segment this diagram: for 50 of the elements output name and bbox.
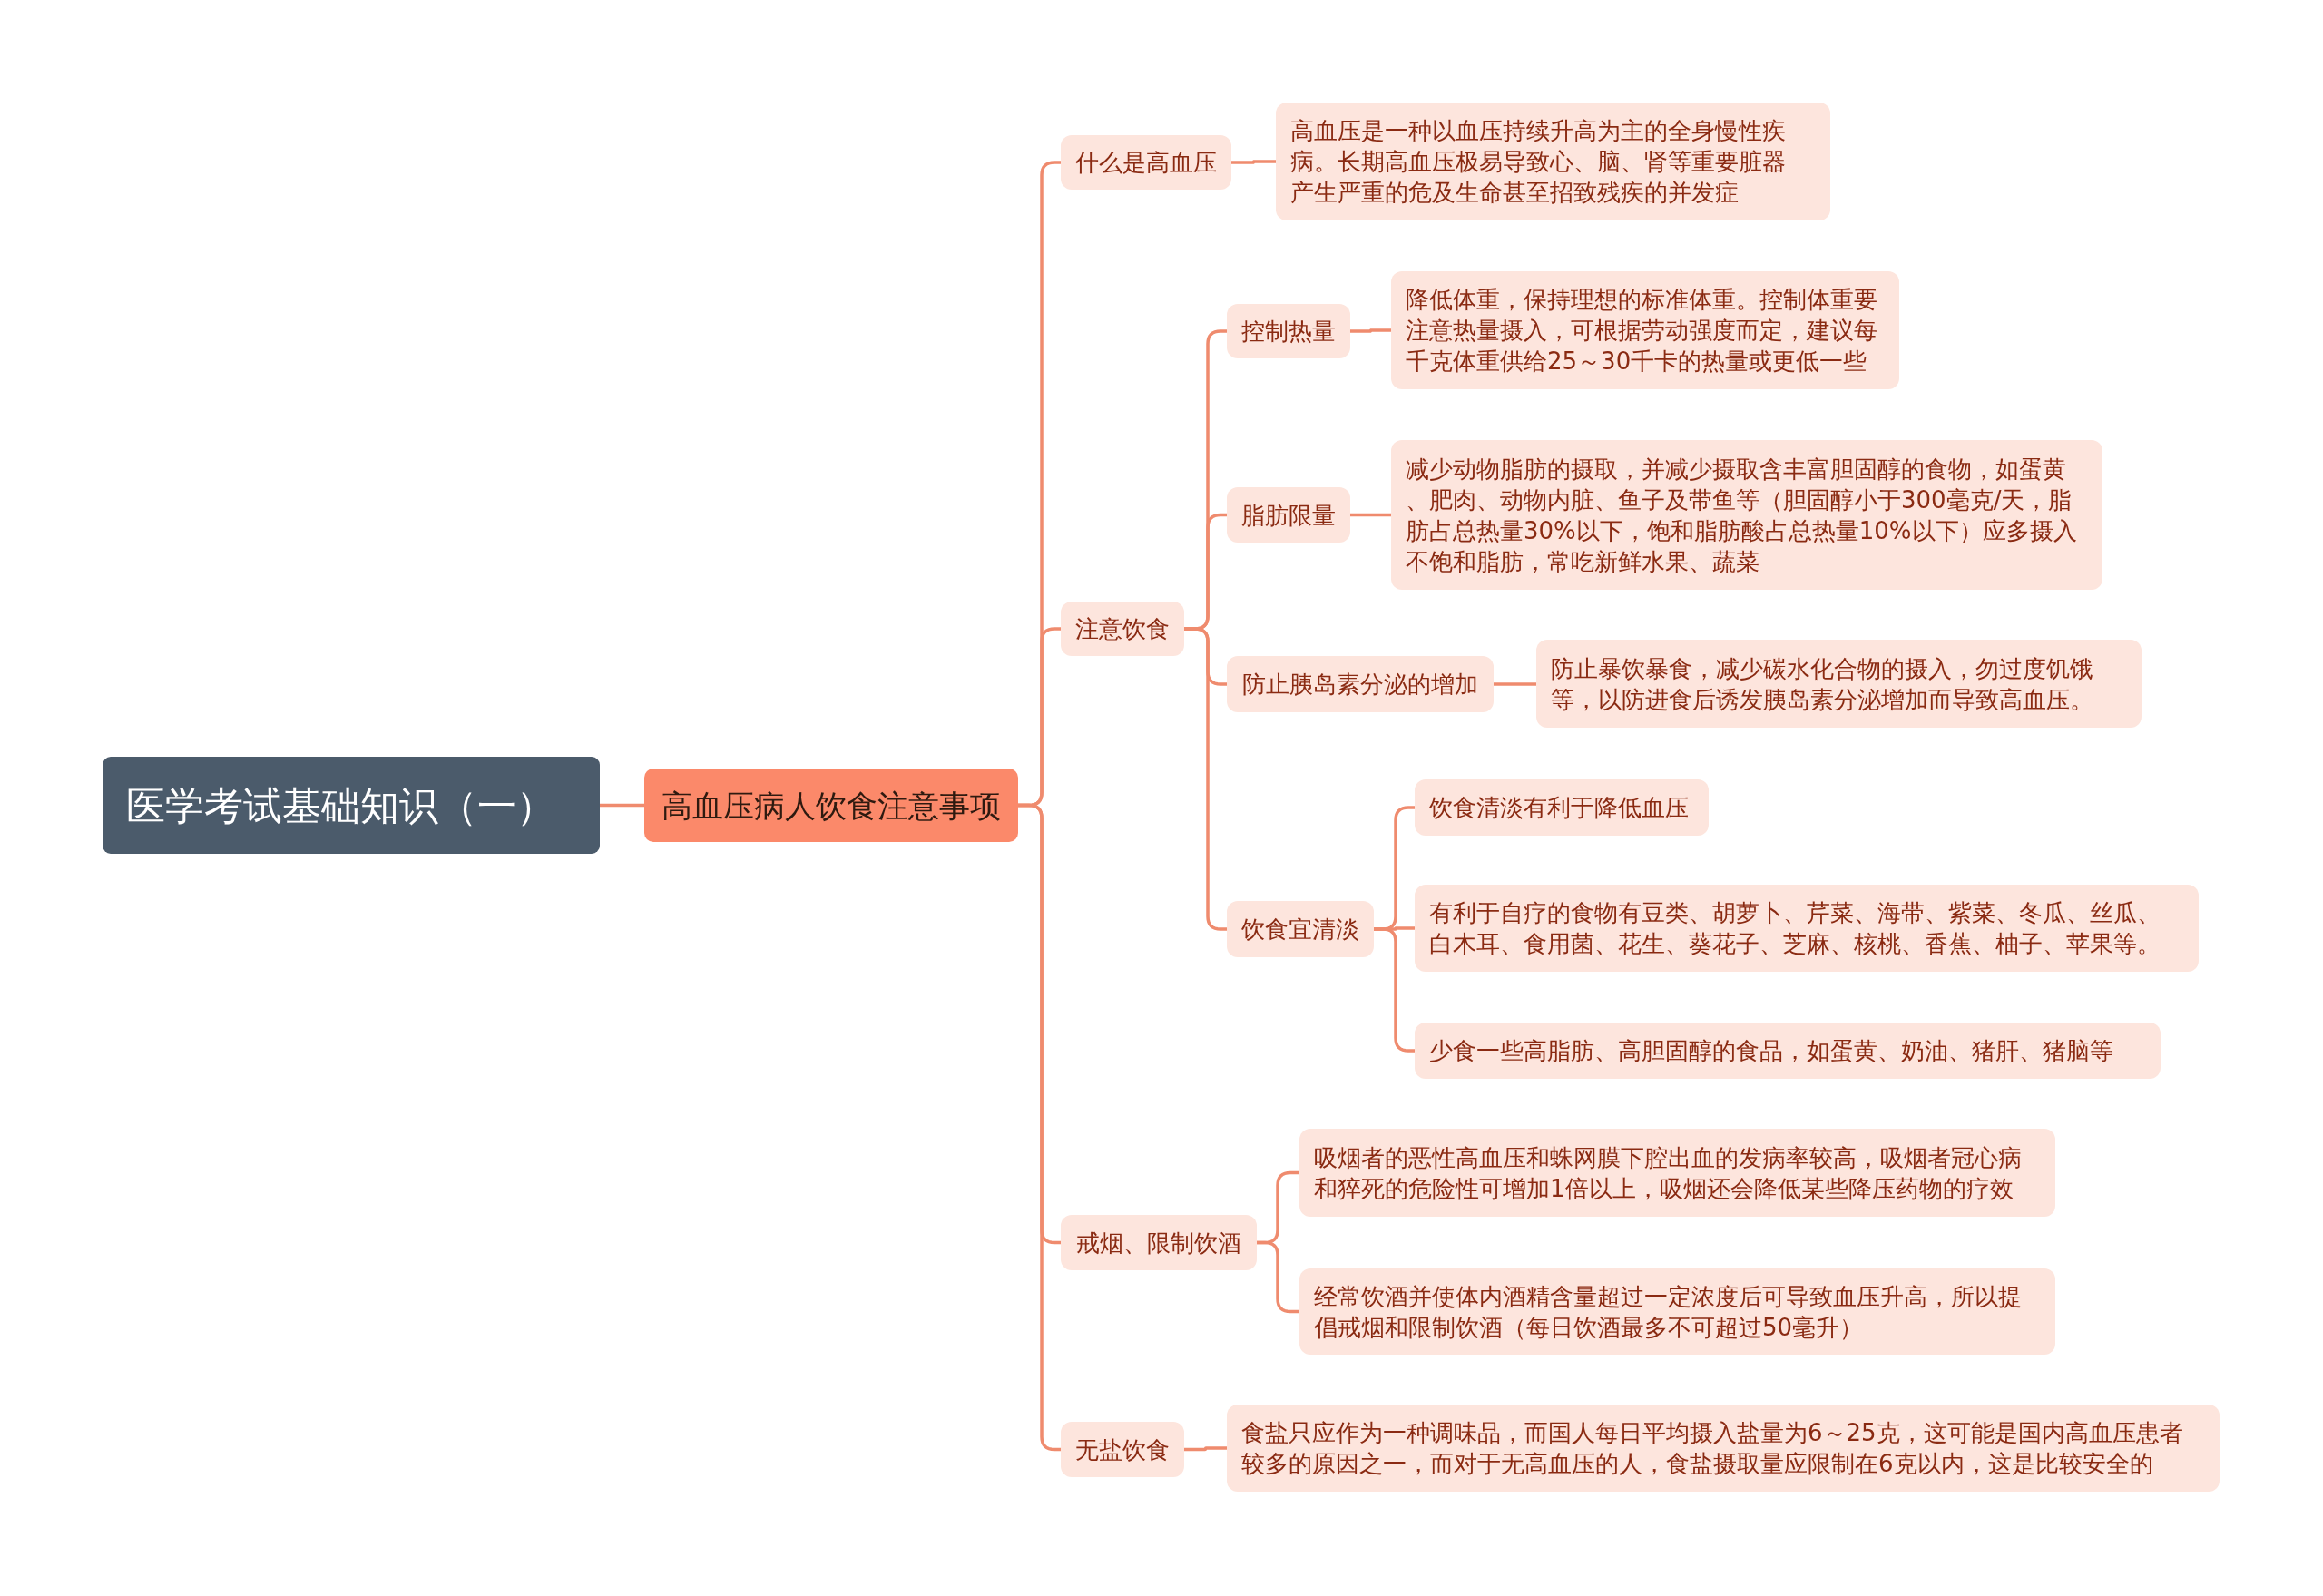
topic-box [1227, 1405, 2220, 1492]
topic-text: 吸烟者的恶性高血压和蛛网膜下腔出血的发病率较高，吸烟者冠心病和猝死的危险性可增加1倍以上，吸烟还会降低某些降压药物的疗效 [1314, 1142, 2023, 1204]
topic-box [1061, 1215, 1257, 1270]
topic-box [1061, 135, 1231, 190]
connector-line [1350, 513, 1391, 517]
topic-text: 医学考试基础知识（一） [126, 781, 555, 830]
topic-text: 饮食清淡有利于降低血压 [1429, 793, 1690, 823]
topic-text: 高血压是一种以血压持续升高为主的全身慢性疾病。长期高血压极易导致心、脑、肾等重要脏器产生严重的危及生命甚至招致残疾的并发症 [1290, 116, 1787, 208]
connector-line [1184, 1446, 1227, 1452]
topic-box [1415, 1023, 2161, 1079]
topic-box [1415, 885, 2199, 972]
topic-text: 饮食宜清淡 [1241, 915, 1359, 945]
connector-line [1494, 682, 1536, 686]
topic-text: 有利于自疗的食物有豆类、胡萝卜、芹菜、海带、紫菜、冬瓜、丝瓜、白木耳、食用菌、花生、葵花子、芝麻、核桃、香蕉、柚子、苹果等。 [1429, 898, 2161, 959]
topic-box [1061, 1422, 1184, 1477]
connector-line [1231, 160, 1276, 164]
topic-text: 无盐饮食 [1075, 1434, 1170, 1465]
topic-box [1276, 103, 1830, 220]
topic-text: 注意饮食 [1075, 614, 1170, 644]
connector-line [1018, 803, 1061, 1452]
topic-box [1227, 487, 1350, 543]
topic-box [1227, 901, 1374, 957]
topic-box [1227, 656, 1494, 712]
topic-box [1391, 440, 2102, 590]
topic-text: 食盐只应作为一种调味品，而国人每日平均摄入盐量为6～25克，这可能是国内高血压患者较多的原因之一，而对于无高血压的人，食盐摄取量应限制在6克以内，这是比较安全的 [1241, 1418, 2184, 1479]
topic-text: 经常饮酒并使体内酒精含量超过一定浓度后可导致血压升高，所以提倡戒烟和限制饮酒（每日饮酒最多不可超过50毫升） [1314, 1281, 2023, 1343]
topic-text: 防止胰岛素分泌的增加 [1242, 670, 1478, 700]
topic-text: 戒烟、限制饮酒 [1076, 1228, 1241, 1258]
topic-box [1536, 640, 2142, 728]
topic-text: 脂肪限量 [1241, 500, 1336, 531]
topic-text: 什么是高血压 [1075, 148, 1217, 178]
topic-text: 高血压病人饮食注意事项 [662, 786, 1001, 826]
topic-box [1391, 271, 1899, 389]
topic-box [1299, 1129, 2055, 1217]
topic-box [1061, 602, 1184, 656]
connector-line [1257, 1240, 1299, 1314]
connector-line [1184, 627, 1227, 931]
main-topic-box [644, 769, 1018, 842]
connector-line [1350, 328, 1391, 333]
topic-text: 控制热量 [1241, 317, 1336, 347]
topic-text: 少食一些高脂肪、高胆固醇的食品，如蛋黄、奶油、猪肝、猪脑等 [1429, 1036, 2114, 1066]
topic-text: 降低体重，保持理想的标准体重。控制体重要注意热量摄入，可根据劳动强度而定，建议每千克体重供给25～30千卡的热量或更低一些 [1406, 285, 1878, 377]
connector-line [600, 803, 644, 808]
topic-text: 防止暴饮暴食，减少碳水化合物的摄入，勿过度饥饿等，以防进食后诱发胰岛素分泌增加而导致高血压。 [1551, 653, 2094, 715]
topic-box [1299, 1268, 2055, 1355]
topic-box [1227, 304, 1350, 358]
central-topic-box [103, 757, 600, 854]
connector-line [1374, 927, 1415, 1053]
topic-text: 减少动物脂肪的摄取，并减少摄取含丰富胆固醇的食物，如蛋黄、肥肉、动物内脏、鱼子及带鱼等（胆固醇小于300毫克/天，脂肪占总热量30%以下，饱和脂肪酸占总热量10%以下）应多摄入不饱和脂肪，常吃新鲜水果、蔬菜 [1406, 454, 2077, 577]
topic-box [1415, 779, 1709, 836]
